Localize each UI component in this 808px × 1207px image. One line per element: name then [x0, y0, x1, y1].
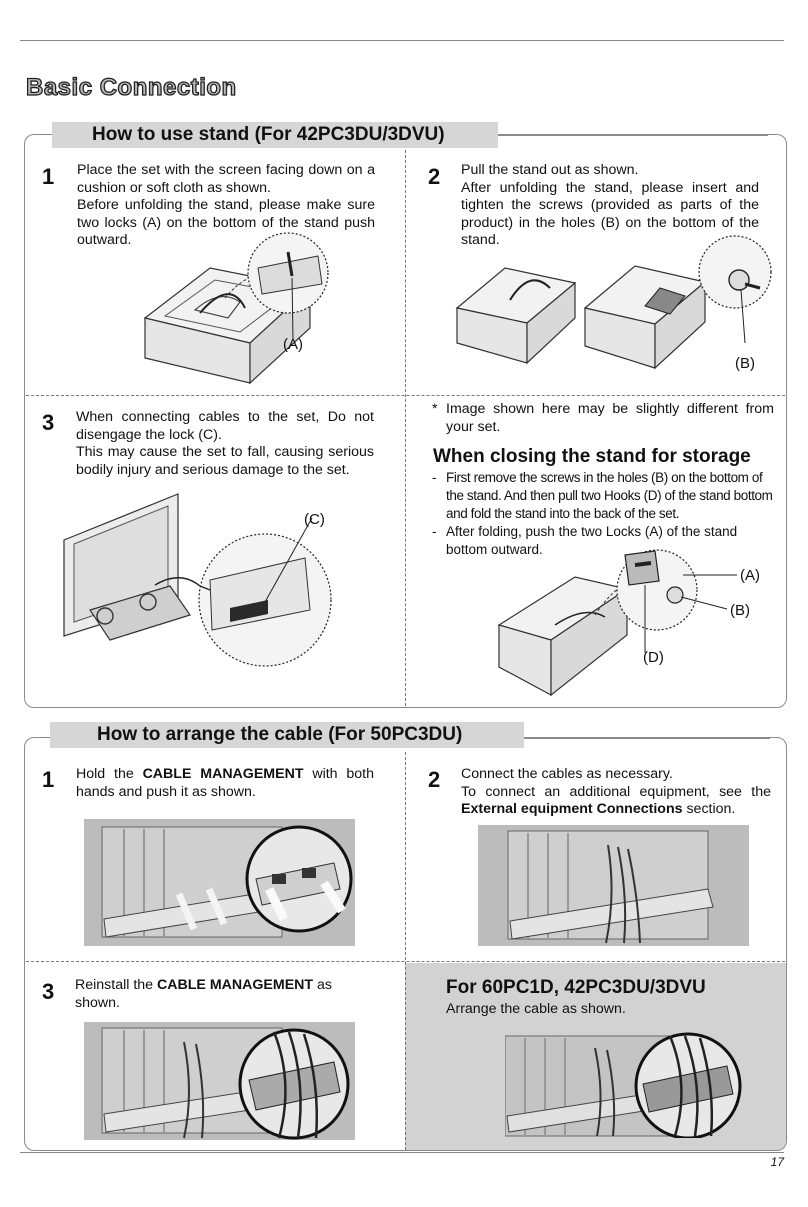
stand-step2-illustration [455, 235, 772, 370]
closing-bullet-dash: - [432, 524, 437, 539]
page-title: Basic Connection [25, 73, 237, 101]
bottom-rule [20, 1152, 784, 1153]
cable-divider-vertical [405, 752, 406, 1150]
stand-step3-illustration [63, 493, 332, 667]
cable-header-line [524, 737, 770, 739]
stand-note-text: Image shown here may be slightly differe… [446, 401, 774, 435]
cable-step1-photo [84, 819, 355, 946]
cable-section-header: How to arrange the cable (For 50PC3DU) [50, 722, 524, 748]
cable-step1-number: 1 [42, 767, 55, 792]
stand-step1-line1: Place the set with the screen facing dow… [77, 162, 375, 196]
stand-step3-text: When connecting cables to the set, Do no… [76, 409, 374, 479]
stand-divider-horizontal [26, 395, 785, 396]
stand-step1-line2: Before unfolding the stand, please make … [77, 197, 375, 248]
cable-step2-text-pre: To connect an additional equipment, see … [461, 783, 771, 800]
stand-note-star: * [432, 401, 438, 417]
other-models-title: For 60PC1D, 42PC3DU/3DVU [446, 977, 706, 998]
cable-step2-text-bold: External equipment Connections [461, 801, 683, 817]
closing-label-a: (A) [740, 567, 760, 584]
cable-step1-text: Hold the CABLE MANAGEMENT with both hand… [76, 766, 374, 801]
cable-step2-line1: Connect the cables as necessary. [461, 766, 673, 782]
stand-step3-label-c: (C) [304, 511, 325, 528]
cable-step2-number: 2 [428, 767, 441, 792]
closing-label-d: (D) [643, 649, 664, 666]
stand-step1-text: Place the set with the screen facing dow… [77, 162, 375, 250]
stand-header-line [498, 134, 768, 136]
top-rule [20, 40, 784, 41]
closing-bullet-2: - After folding, push the two Locks (A) … [432, 523, 774, 559]
cable-step1-text-pre: Hold the [76, 766, 143, 782]
stand-step1-label-a: (A) [283, 336, 303, 353]
page-number: 17 [770, 1155, 784, 1169]
stand-step2-line1: Pull the stand out as shown. [461, 162, 639, 178]
closing-bullet-text: After folding, push the two Locks (A) of… [446, 524, 738, 557]
closing-title: When closing the stand for storage [433, 446, 751, 467]
cable-step2-text-post: section. [682, 801, 736, 817]
stand-step2-number: 2 [428, 164, 441, 189]
cable-step2-photo [478, 825, 749, 946]
closing-bullet-1: - First remove the screws in the holes (… [432, 469, 774, 523]
closing-bullet-dash: - [432, 470, 437, 485]
cable-step2-line2: To connect an additional equipment, see … [461, 784, 771, 819]
closing-bullets: - First remove the screws in the holes (… [432, 469, 774, 559]
cable-step3-photo [84, 1022, 355, 1140]
stand-step2-line2: After unfolding the stand, please insert… [461, 179, 759, 249]
cable-step3-text-pre: Reinstall the [75, 977, 158, 993]
cable-divider-horizontal [26, 961, 785, 962]
stand-step3-line2: This may cause the set to fall, causing … [76, 444, 374, 478]
stand-step1-number: 1 [42, 164, 55, 189]
closing-illustration [497, 549, 737, 697]
closing-bullet-text: First remove the screws in the holes (B)… [446, 470, 773, 521]
cable-step3-text-bold: CABLE MANAGEMENT [157, 977, 314, 993]
stand-step3-line1: When connecting cables to the set, Do no… [76, 409, 374, 443]
stand-step3-number: 3 [42, 410, 55, 435]
cable-step1-text-post: with both hands and push it as shown. [76, 766, 374, 800]
cable-step3-number: 3 [42, 979, 55, 1004]
cable-step1-text-bold: CABLE MANAGEMENT [142, 766, 304, 782]
stand-divider-vertical [405, 150, 406, 706]
stand-step1-illustration [143, 232, 329, 385]
closing-label-b: (B) [730, 602, 750, 619]
cable-step3-text-post: as shown. [75, 977, 333, 1011]
stand-step2-text: Pull the stand out as shown. After unfol… [461, 162, 759, 250]
cable-step3-text: Reinstall the CABLE MANAGEMENT as shown. [75, 977, 365, 1012]
other-models-text: Arrange the cable as shown. [446, 1001, 626, 1017]
cable-step2-text: Connect the cables as necessary. To conn… [461, 766, 771, 819]
stand-section-header: How to use stand (For 42PC3DU/3DVU) [52, 122, 498, 148]
stand-note: * Image shown here may be slightly diffe… [432, 401, 774, 436]
stand-step2-label-b: (B) [735, 355, 755, 372]
other-models-photo [505, 1030, 776, 1138]
